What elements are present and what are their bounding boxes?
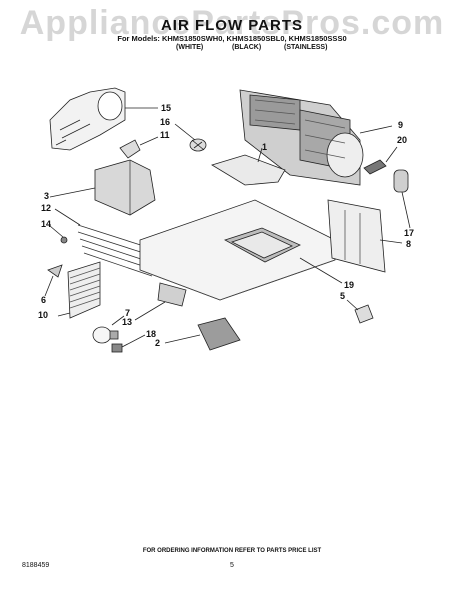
callout-16: 16 <box>160 117 171 127</box>
leader-16 <box>174 123 196 141</box>
part-label-plate <box>157 282 187 307</box>
watermark-text: AppliancePartsPros.com <box>19 4 445 42</box>
color-black-label: (BLACK) <box>232 44 262 51</box>
part-bracket-11 <box>119 139 141 159</box>
part-lamp <box>92 326 119 344</box>
callout-1: 1 <box>262 142 268 152</box>
part-lamp-socket <box>111 343 123 353</box>
leader-1 <box>257 147 263 163</box>
callout-8: 8 <box>406 239 412 249</box>
part-clip-6 <box>47 264 63 278</box>
callout-14: 14 <box>41 219 52 229</box>
color-white-label: (WHITE) <box>176 44 204 51</box>
part-grease-filter <box>67 261 101 319</box>
callout-15: 15 <box>161 103 172 113</box>
leader-14 <box>49 225 64 238</box>
callout-10: 10 <box>38 310 49 320</box>
part-deflector <box>211 154 286 186</box>
callout-2: 2 <box>155 338 161 348</box>
page-title: AIR FLOW PARTS <box>160 17 304 34</box>
color-stainless-label: (STAINLESS) <box>284 44 328 51</box>
callout-12: 12 <box>41 203 52 213</box>
part-base-plate <box>139 199 336 301</box>
leader-20 <box>385 146 398 163</box>
leader-7 <box>111 315 125 326</box>
callout-5: 5 <box>340 291 346 301</box>
callout-20: 20 <box>397 135 408 145</box>
leader-13 <box>134 301 166 321</box>
callout-7: 7 <box>125 308 131 318</box>
leader-2 <box>164 334 201 344</box>
part-screw-14 <box>60 236 68 244</box>
part-clip-20 <box>363 159 387 175</box>
leader-5 <box>346 299 359 311</box>
part-capacitor <box>393 169 409 193</box>
leader-18 <box>121 334 146 348</box>
leader-6 <box>44 275 54 297</box>
callout-9: 9 <box>398 120 404 130</box>
part-switch-5 <box>354 304 374 324</box>
leader-19 <box>299 257 343 284</box>
leader-12 <box>54 208 81 226</box>
leader-11 <box>139 136 159 146</box>
document-number: 8188459 <box>22 562 50 569</box>
part-air-duct <box>94 159 156 216</box>
callout-3: 3 <box>44 191 50 201</box>
part-duct-panel <box>49 87 126 151</box>
part-cover-2 <box>197 317 241 351</box>
leader-3 <box>49 187 96 198</box>
leader-8 <box>379 239 403 244</box>
leader-9 <box>359 125 393 134</box>
part-side-panel <box>327 199 386 273</box>
callout-19: 19 <box>344 280 355 290</box>
callout-17: 17 <box>404 228 415 238</box>
part-blower-assembly <box>239 89 364 186</box>
part-thermostat <box>189 138 207 152</box>
leader-10 <box>57 312 71 317</box>
callout-11: 11 <box>160 130 170 140</box>
ordering-note: FOR ORDERING INFORMATION REFER TO PARTS … <box>142 548 322 554</box>
page-number: 5 <box>230 562 234 569</box>
callout-18: 18 <box>146 329 157 339</box>
leader-17 <box>401 191 411 229</box>
callout-13: 13 <box>122 317 133 327</box>
models-line: For Models: KHMS1850SWH0, KHMS1850SBL0, … <box>117 34 347 43</box>
callout-6: 6 <box>41 295 47 305</box>
